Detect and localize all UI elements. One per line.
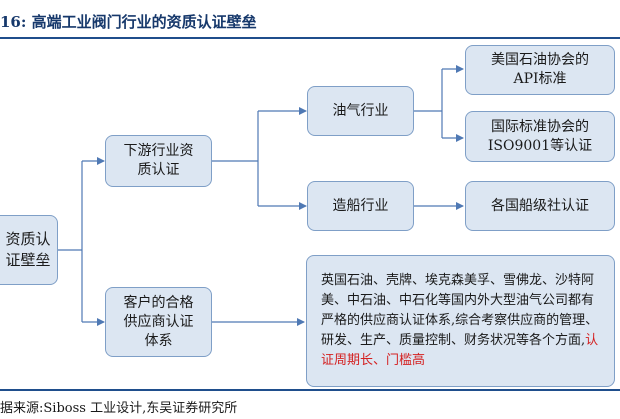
node-shipbuilding-industry: 造船行业 xyxy=(307,181,414,231)
description-body: 英国石油、壳牌、埃克森美孚、雪佛龙、沙特阿美、中石油、中石化等国内外大型油气公司… xyxy=(321,273,599,348)
node-api-standard: 美国石油协会的API标准 xyxy=(465,45,615,95)
figure-title: 16: 高端工业阀门行业的资质认证壁垒 xyxy=(0,13,257,31)
top-rule xyxy=(0,37,620,39)
description-text: 英国石油、壳牌、埃克森美孚、雪佛龙、沙特阿美、中石油、中石化等国内外大型油气公司… xyxy=(321,271,604,371)
node-oil-gas-industry: 油气行业 xyxy=(307,86,414,136)
root-to-downstream-connector xyxy=(81,161,104,322)
oil-to-api-connector xyxy=(441,69,463,138)
root-node-qualification-barrier: 资质认证壁垒 xyxy=(0,215,58,285)
source-note: 据来源:Siboss 工业设计,东吴证券研究所 xyxy=(0,401,238,416)
node-customer-supplier-certification: 客户的合格供应商认证体系 xyxy=(105,287,212,357)
bottom-rule xyxy=(0,389,620,391)
node-classification-society-certification: 各国船级社认证 xyxy=(465,181,615,231)
node-iso9001-certification: 国际标准协会的ISO9001等认证 xyxy=(465,111,615,162)
node-downstream-certification: 下游行业资质认证 xyxy=(105,135,212,187)
description-highlight: 认证周期长、门槛高 xyxy=(321,333,599,368)
node-customer-certification-description: 英国石油、壳牌、埃克森美孚、雪佛龙、沙特阿美、中石油、中石化等国内外大型油气公司… xyxy=(306,255,615,387)
downstream-to-oil-connector xyxy=(257,111,306,206)
